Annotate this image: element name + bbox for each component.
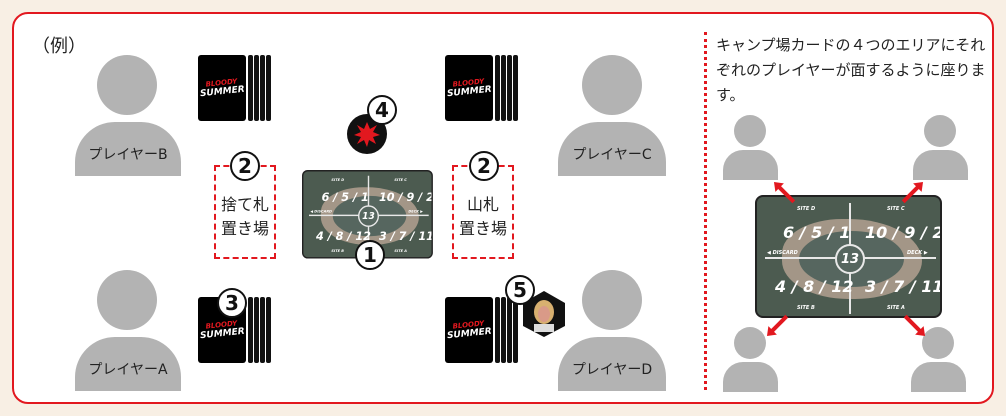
seat-top-right	[913, 150, 968, 180]
seat-top-right-head	[924, 115, 956, 147]
player-d-label: プレイヤーD	[571, 362, 653, 378]
site-d: SITE D	[331, 177, 345, 183]
area-bottom-right: 3 / 7 / 11	[379, 229, 433, 243]
marker-1: 1	[355, 240, 385, 270]
character-token	[522, 290, 566, 338]
marker-4: 4	[367, 95, 397, 125]
marker-5: 5	[505, 275, 535, 305]
site-d: SITE D	[797, 206, 816, 212]
marker-3: 3	[217, 288, 247, 318]
dotted-divider	[704, 32, 707, 390]
area-bottom-left: 4 / 8 / 12	[775, 277, 854, 296]
blood-splat-icon	[354, 122, 380, 147]
discard-label: ◀ DISCARD	[767, 250, 798, 256]
player-b-head	[97, 55, 157, 115]
site-c: SITE C	[394, 177, 407, 183]
discard-zone-line1: 捨て札	[220, 195, 269, 214]
player-a-label: プレイヤーA	[88, 362, 168, 378]
camp-card: 13 6 / 5 / 1 10 / 9 / 2 4 / 8 / 12 3 / 7…	[302, 170, 433, 259]
camp-center-number: 13	[835, 244, 865, 274]
area-top-right: 10 / 9 / 2	[865, 223, 942, 242]
seating-note: キャンプ場カードの４つのエリアにそれぞれのプレイヤーが面するように座ります。	[716, 36, 986, 104]
player-d: プレイヤーD	[558, 337, 666, 391]
seat-bottom-left	[723, 362, 778, 392]
area-bottom-left: 4 / 8 / 12	[316, 229, 371, 243]
discard-label: ◀ DISCARD	[310, 209, 332, 214]
camp-center-number: 13	[358, 205, 379, 227]
area-top-left: 6 / 5 / 1	[783, 223, 851, 242]
seat-top-left	[723, 150, 778, 180]
player-c: プレイヤーC	[558, 122, 666, 176]
player-b: プレイヤーB	[75, 122, 181, 176]
draw-zone-line2: 置き場	[458, 219, 507, 238]
site-b: SITE B	[331, 249, 344, 254]
site-b: SITE B	[797, 305, 815, 311]
site-a: SITE A	[394, 249, 407, 254]
player-c-label: プレイヤーC	[572, 147, 652, 163]
player-b-label: プレイヤーB	[88, 147, 168, 163]
marker-2-draw: 2	[469, 151, 499, 181]
area-top-left: 6 / 5 / 1	[321, 190, 369, 204]
site-c: SITE C	[887, 206, 905, 212]
area-top-right: 10 / 9 / 2	[379, 190, 433, 204]
player-a-head	[97, 270, 157, 330]
seat-top-left-head	[734, 115, 766, 147]
deck-label: DECK ▶	[408, 209, 423, 214]
player-c-head	[582, 55, 642, 115]
deck-label: DECK ▶	[907, 250, 928, 256]
marker-2-discard: 2	[230, 151, 260, 181]
camp-card-large: 13 6 / 5 / 1 10 / 9 / 2 4 / 8 / 12 3 / 7…	[755, 195, 942, 318]
discard-zone-line2: 置き場	[220, 219, 269, 238]
seat-bottom-left-head	[734, 327, 766, 359]
player-d-head	[582, 270, 642, 330]
site-a: SITE A	[887, 305, 905, 311]
seat-bottom-right	[911, 362, 966, 392]
area-bottom-right: 3 / 7 / 11	[865, 277, 942, 296]
player-a: プレイヤーA	[75, 337, 181, 391]
example-label: （例）	[32, 36, 86, 57]
draw-zone-line1: 山札	[466, 195, 499, 214]
